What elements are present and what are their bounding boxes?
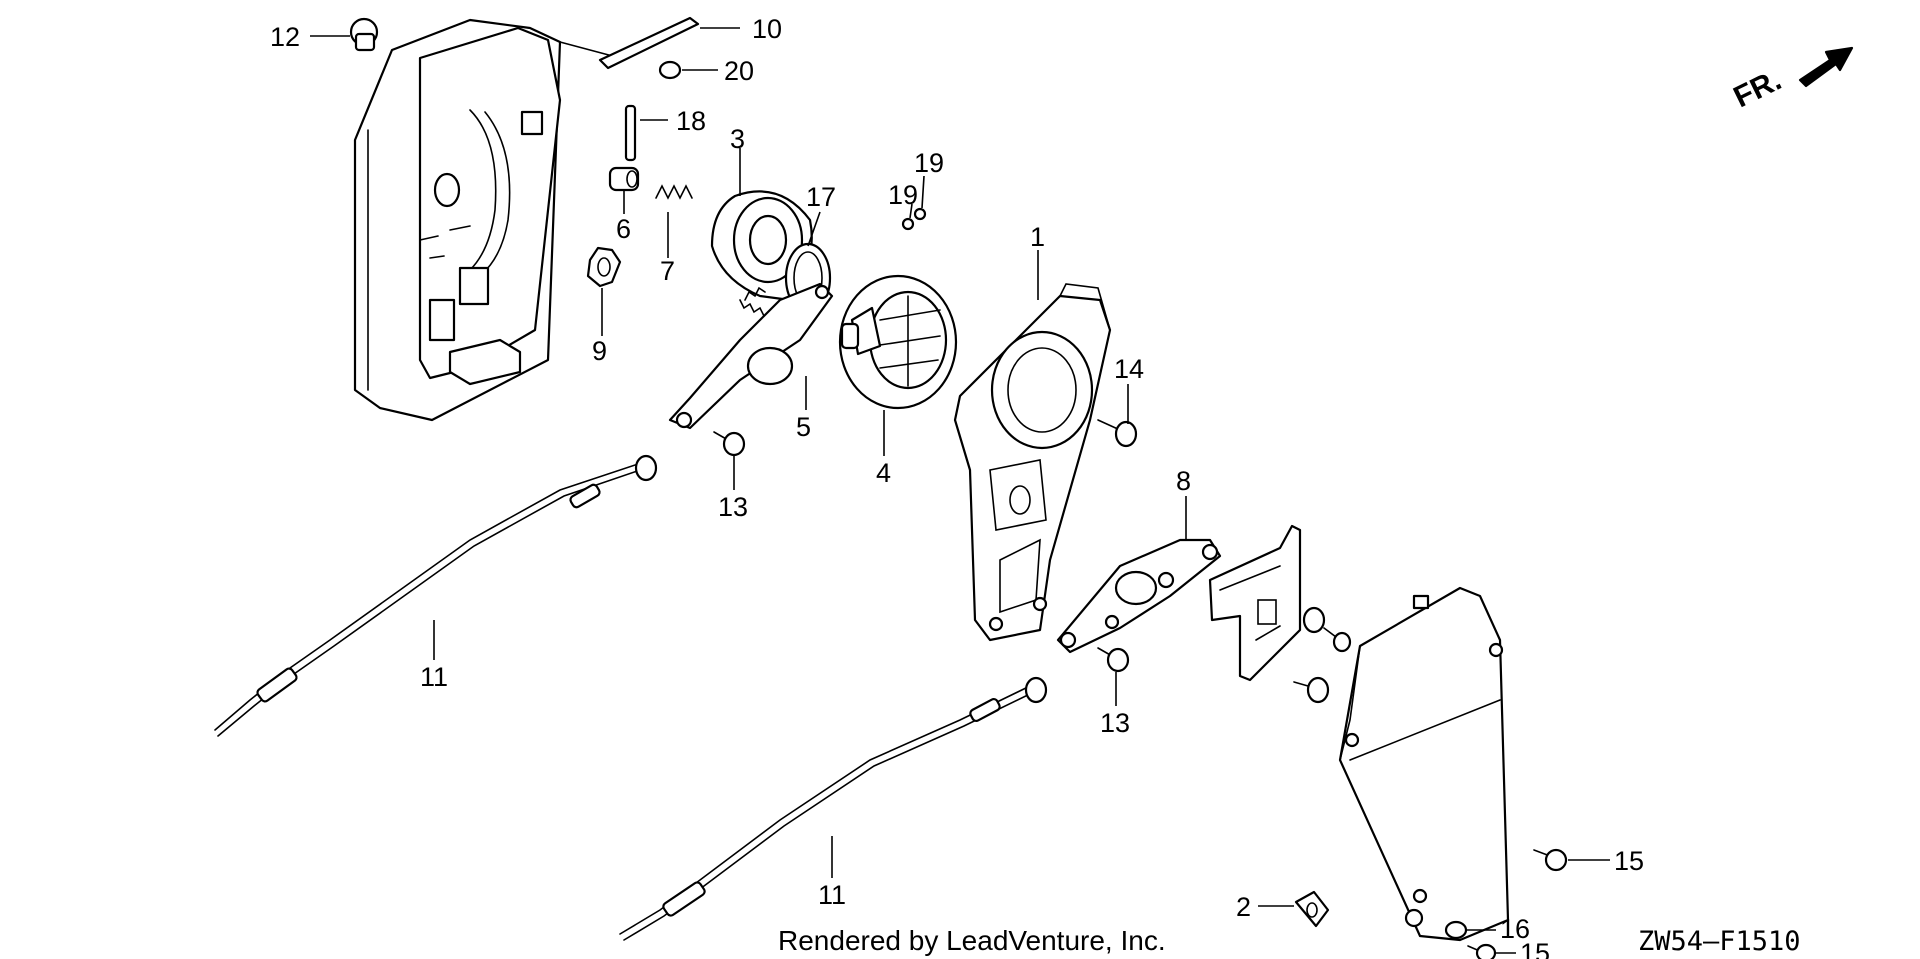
diagram-code: ZW54—F1510 bbox=[1638, 926, 1801, 957]
part-18-rod bbox=[624, 104, 637, 162]
callout-2: 2 bbox=[1236, 892, 1251, 922]
callout-18: 18 bbox=[676, 106, 706, 136]
front-arrow-icon bbox=[1798, 46, 1854, 88]
callout-3: 3 bbox=[730, 124, 745, 154]
small-bracket-plate bbox=[1208, 524, 1302, 682]
callout-4: 4 bbox=[876, 458, 891, 488]
part-7-spring bbox=[655, 184, 693, 200]
part-4-cam bbox=[838, 274, 958, 410]
front-label: FR. bbox=[1729, 63, 1787, 114]
part-1-bracket bbox=[953, 283, 1112, 642]
part-6-bushing bbox=[608, 166, 640, 192]
part-15-bolt-a bbox=[1533, 848, 1568, 872]
callout-7: 7 bbox=[660, 256, 675, 286]
part-12-plug bbox=[349, 17, 379, 52]
part-16-washer bbox=[1444, 920, 1468, 940]
callout-13-lower: 13 bbox=[1100, 708, 1130, 738]
callout-10: 10 bbox=[752, 14, 782, 44]
callout-15-lower: 15 bbox=[1520, 938, 1550, 959]
callout-12: 12 bbox=[270, 22, 300, 52]
callout-15-upper: 15 bbox=[1614, 846, 1644, 876]
part-13-bolt-b bbox=[1097, 647, 1130, 673]
leader-lines bbox=[310, 27, 1610, 954]
cable-upper bbox=[214, 454, 658, 737]
plate-bolts bbox=[1293, 606, 1352, 704]
callout-13-upper: 13 bbox=[718, 492, 748, 522]
callout-14: 14 bbox=[1114, 354, 1144, 384]
part-9-washer bbox=[586, 246, 622, 288]
cable-lower bbox=[619, 676, 1048, 941]
callout-1: 1 bbox=[1030, 222, 1045, 252]
callout-11-lower: 11 bbox=[818, 880, 846, 910]
callout-20: 20 bbox=[724, 56, 754, 86]
part-2-clip bbox=[1294, 890, 1330, 928]
callout-19-lower: 19 bbox=[888, 180, 918, 210]
callout-17: 17 bbox=[806, 182, 836, 212]
part-10-bar bbox=[598, 16, 700, 70]
part-19-balls bbox=[901, 207, 927, 231]
back-cover bbox=[1338, 586, 1510, 942]
render-credit: Rendered by LeadVenture, Inc. bbox=[778, 925, 1166, 956]
part-8-link bbox=[1056, 538, 1222, 654]
part-13-bolt-a bbox=[713, 431, 746, 457]
part-20-pin bbox=[658, 60, 682, 80]
callout-11-upper: 11 bbox=[420, 662, 448, 692]
part-14-bolt bbox=[1097, 419, 1138, 448]
housing-cover bbox=[353, 18, 621, 422]
part-5-lever bbox=[668, 282, 834, 430]
callout-16: 16 bbox=[1500, 914, 1530, 944]
callout-9: 9 bbox=[592, 336, 607, 366]
callout-5: 5 bbox=[796, 412, 811, 442]
part-15-bolt-b bbox=[1467, 943, 1497, 959]
callouts: 12 10 20 18 3 17 19 19 6 7 9 1 14 5 4 13… bbox=[270, 14, 1644, 959]
callout-8: 8 bbox=[1176, 466, 1191, 496]
front-direction-indicator: FR. bbox=[1729, 46, 1854, 114]
callout-6: 6 bbox=[616, 214, 631, 244]
callout-19-upper: 19 bbox=[914, 148, 944, 178]
